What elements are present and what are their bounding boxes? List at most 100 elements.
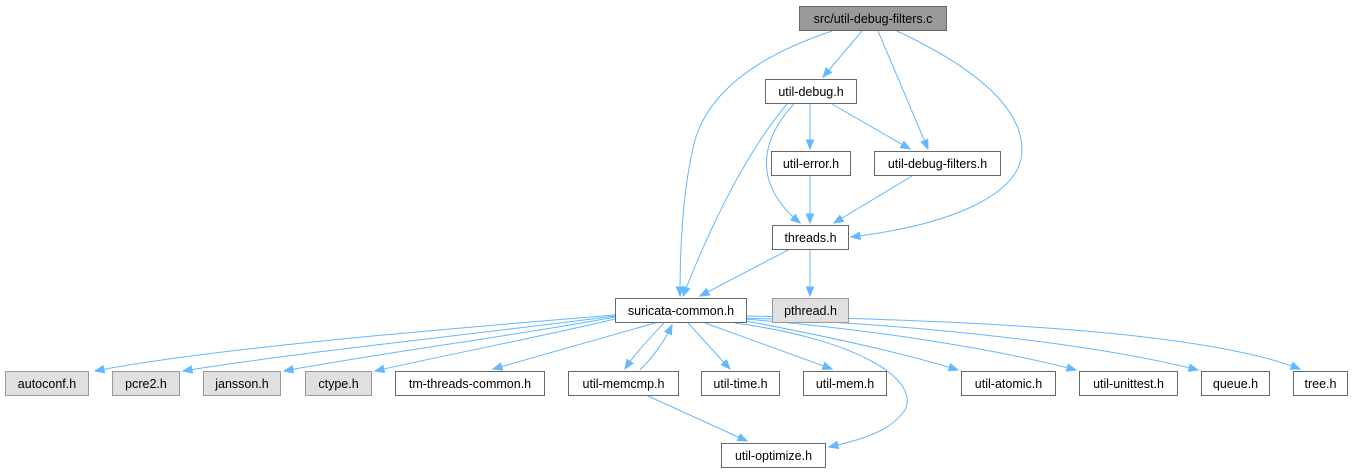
node-box [615, 298, 747, 323]
node-pthread: pthread.h [772, 298, 849, 323]
arrowhead-icon [805, 139, 815, 151]
arrowhead-icon [1289, 361, 1302, 370]
arrowhead-icon [93, 364, 106, 374]
edge-util-memcmp-to-suricata-common [639, 323, 673, 371]
edge-line [833, 175, 913, 224]
node-suricata-common[interactable]: suricata-common.h [615, 298, 747, 323]
edge-line [283, 316, 616, 372]
node-label: jansson.h [214, 377, 269, 391]
node-label: threads.h [784, 231, 836, 245]
node-label: util-optimize.h [735, 449, 812, 463]
node-box [1201, 371, 1270, 396]
edge-util-debug-to-util-error [805, 104, 815, 151]
edge-suricata-common-to-util-unittest [745, 318, 1078, 372]
node-label: util-atomic.h [975, 377, 1042, 391]
node-box [203, 371, 281, 396]
node-label: ctype.h [318, 377, 358, 391]
node-box [771, 151, 851, 176]
node-util-optimize[interactable]: util-optimize.h [721, 443, 826, 468]
node-label: pthread.h [784, 304, 837, 318]
edge-line [850, 30, 1023, 238]
node-queue[interactable]: queue.h [1201, 371, 1270, 396]
node-box [1079, 371, 1178, 396]
edge-line [699, 249, 789, 297]
arrowhead-icon [624, 358, 634, 371]
edge-line [704, 322, 833, 370]
node-box [772, 298, 849, 323]
edge-line [877, 30, 929, 150]
edge-line [745, 315, 1301, 370]
node-label: autoconf.h [18, 377, 76, 391]
edge-suricata-common-to-util-optimize [734, 322, 908, 450]
edge-suricata-common-to-util-memcmp [624, 322, 665, 371]
edge-line [831, 103, 911, 150]
edge-suricata-common-to-tree [745, 315, 1302, 370]
arrowhead-icon [720, 359, 731, 370]
node-pcre2: pcre2.h [112, 371, 180, 396]
arrowhead-icon [1187, 363, 1200, 372]
node-box [799, 6, 947, 31]
node-util-error[interactable]: util-error.h [771, 151, 851, 176]
node-box [721, 443, 826, 468]
arrowhead-icon [827, 440, 840, 450]
edge-line [647, 395, 748, 442]
node-box [765, 79, 857, 104]
arrowhead-icon [682, 285, 691, 298]
node-util-time[interactable]: util-time.h [701, 371, 780, 396]
arrowhead-icon [947, 363, 960, 372]
node-util-atomic[interactable]: util-atomic.h [961, 371, 1056, 396]
node-box [1293, 371, 1348, 396]
node-label: util-debug.h [778, 85, 843, 99]
arrowhead-icon [181, 365, 194, 374]
node-box [112, 371, 180, 396]
arrowhead-icon [832, 214, 845, 224]
node-util-debug-filters[interactable]: util-debug-filters.h [874, 151, 1001, 176]
arrowhead-icon [821, 361, 834, 370]
arrowhead-icon [675, 286, 685, 298]
edges-layer [93, 30, 1302, 450]
node-box [803, 371, 887, 396]
node-tm-threads-common[interactable]: tm-threads-common.h [395, 371, 545, 396]
edge-line [745, 318, 1077, 371]
edge-line [765, 103, 801, 224]
edge-util-memcmp-to-util-optimize [647, 395, 749, 442]
node-util-debug[interactable]: util-debug.h [765, 79, 857, 104]
edge-suricata-common-to-pcre2 [181, 315, 616, 374]
node-util-memcmp[interactable]: util-memcmp.h [568, 371, 679, 396]
node-autoconf: autoconf.h [5, 371, 89, 396]
arrowhead-icon [282, 364, 295, 374]
arrowhead-icon [1065, 363, 1078, 372]
arrowhead-icon [920, 138, 929, 151]
node-threads[interactable]: threads.h [772, 225, 849, 250]
node-util-mem[interactable]: util-mem.h [803, 371, 887, 396]
node-util-unittest[interactable]: util-unittest.h [1079, 371, 1178, 396]
node-box [874, 151, 1001, 176]
edge-suricata-common-to-util-mem [704, 322, 834, 370]
arrowhead-icon [698, 287, 711, 297]
edge-util-debug-to-util-debug-filters [831, 103, 912, 150]
node-root: src/util-debug-filters.c [799, 6, 947, 31]
edge-suricata-common-to-autoconf [93, 314, 616, 374]
edge-suricata-common-to-jansson [282, 316, 616, 374]
node-box [305, 371, 372, 396]
arrowhead-icon [373, 364, 386, 374]
node-tree[interactable]: tree.h [1293, 371, 1348, 396]
edge-util-error-to-threads [805, 176, 815, 225]
edge-line [822, 30, 863, 78]
node-label: util-debug-filters.h [888, 157, 987, 171]
edge-util-debug-to-suricata-common [682, 103, 788, 298]
node-label: tree.h [1305, 377, 1337, 391]
node-label: src/util-debug-filters.c [814, 12, 933, 26]
arrowhead-icon [849, 231, 861, 241]
edge-suricata-common-to-ctype [373, 318, 616, 374]
edge-suricata-common-to-util-time [687, 322, 731, 370]
edge-line [374, 318, 616, 372]
node-label: util-mem.h [816, 377, 874, 391]
node-label: pcre2.h [125, 377, 167, 391]
arrowhead-icon [805, 286, 815, 298]
node-ctype: ctype.h [305, 371, 372, 396]
edge-root-to-threads [849, 30, 1023, 241]
edge-root-to-util-debug-filters [877, 30, 929, 151]
edge-root-to-suricata-common [675, 30, 833, 298]
